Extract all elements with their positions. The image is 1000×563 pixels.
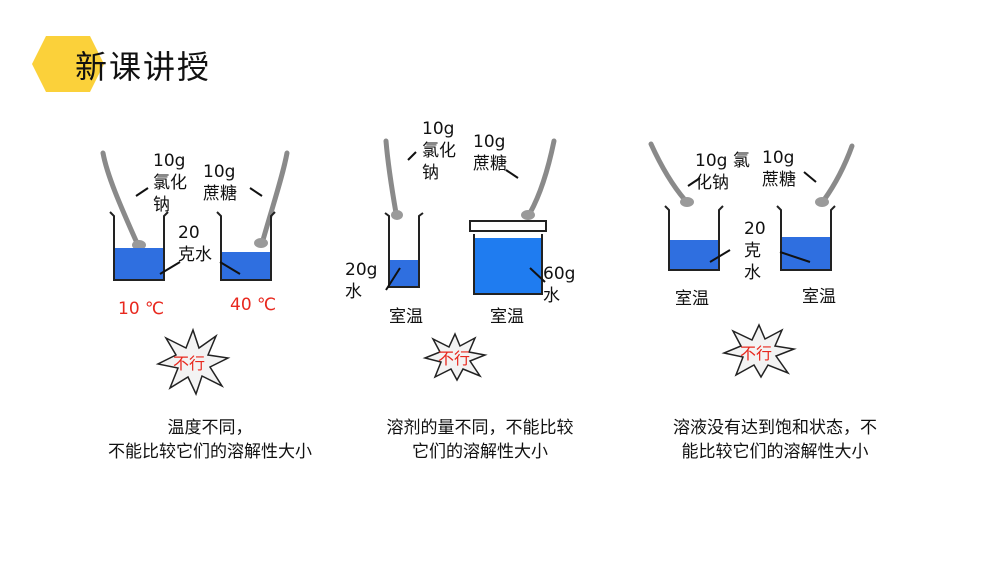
spoon-icon [100,150,146,250]
beaker-left [109,211,169,281]
spoon-icon [648,141,694,207]
room-temp-left: 室温 [675,289,709,309]
badge-label: 不行 [740,344,773,363]
room-temp-left: 室温 [389,307,423,327]
caption: 溶剂的量不同，不能比较它们的溶解性大小 [386,418,574,462]
spoon-icon [254,150,290,248]
temperature-left: 10 ℃ [118,299,165,319]
beaker-left [664,205,724,271]
label-nacl: 10g 氯化钠 [695,151,750,193]
title-accent-hexagon [32,36,104,92]
temperature-right: 40 ℃ [230,295,277,315]
burst-badge-icon [721,323,797,379]
caption: 溶液没有达到饱和状态，不能比较它们的溶解性大小 [673,418,877,462]
burst-badge-icon [422,332,488,382]
spoon-icon [521,138,557,220]
test-tube [384,212,424,288]
badge-label: 不行 [438,349,471,368]
badge-label: 不行 [173,354,206,373]
spoon-icon [383,138,403,220]
spoon-icon [815,143,855,207]
room-temp-right: 室温 [490,307,524,327]
burst-badge-icon [155,327,231,397]
beaker-right [216,211,276,281]
caption: 温度不同，不能比较它们的溶解性大小 [108,418,312,462]
page-title: 新课讲授 [75,48,212,86]
room-temp-right: 室温 [802,287,836,307]
large-beaker [469,220,547,295]
beaker-right [776,205,836,271]
